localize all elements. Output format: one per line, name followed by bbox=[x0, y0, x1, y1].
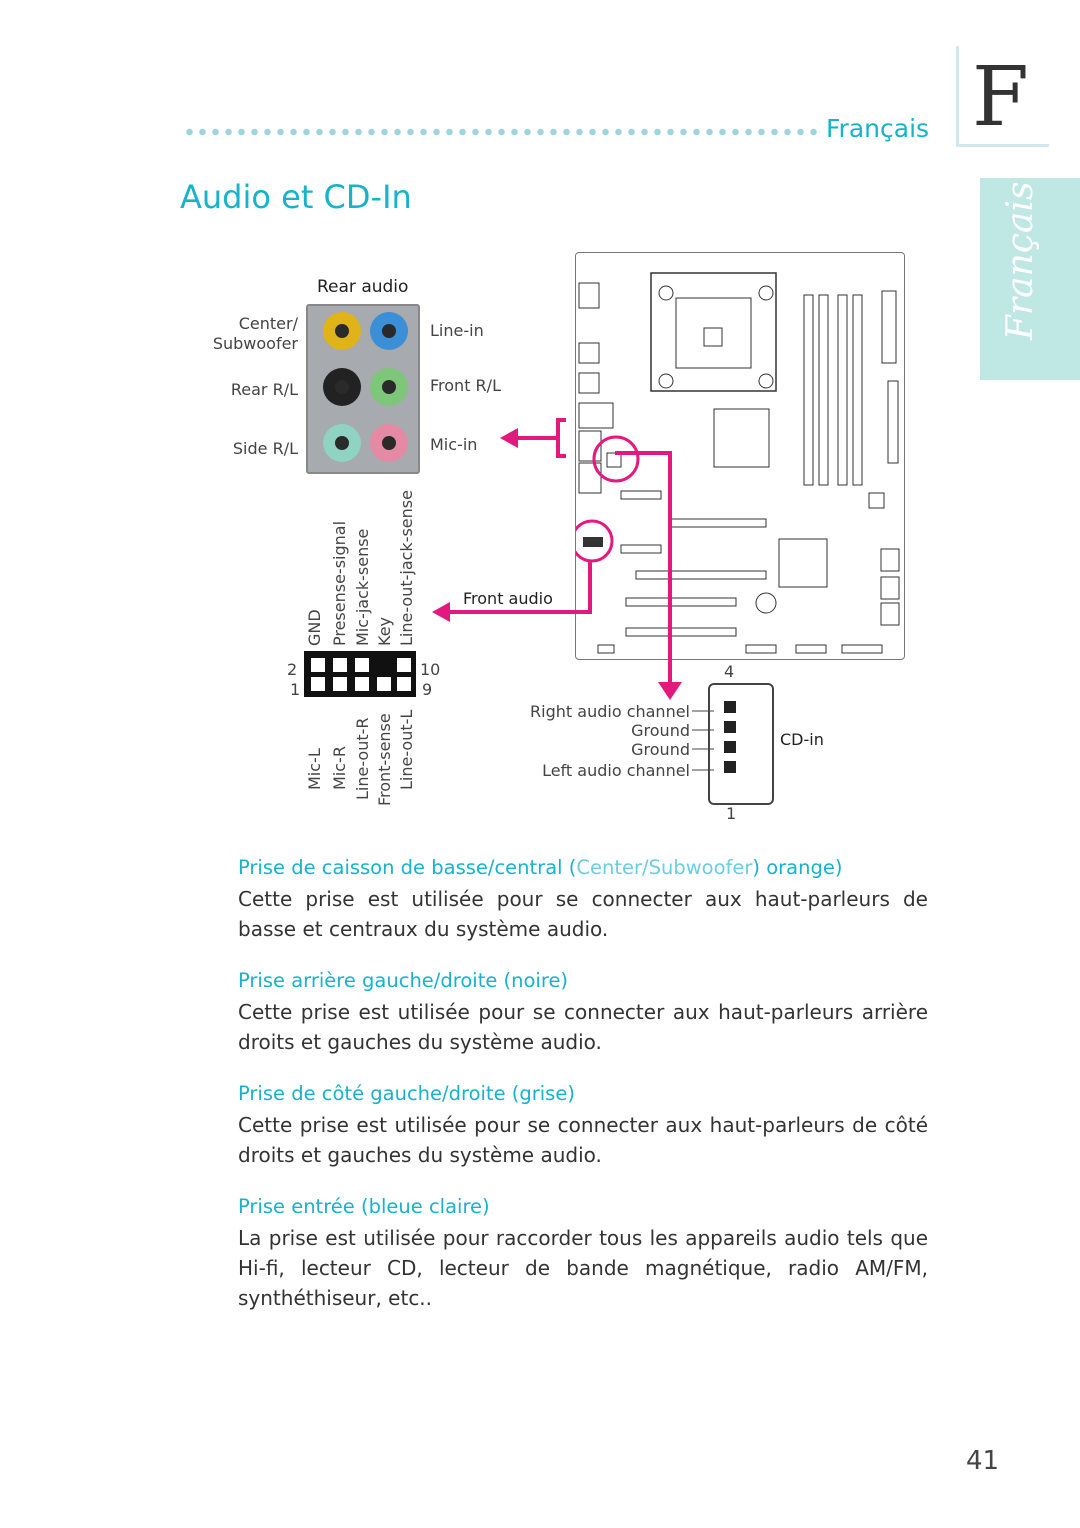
cd-in-connector bbox=[708, 683, 774, 805]
pin bbox=[377, 677, 391, 691]
front-jack bbox=[370, 368, 408, 406]
front-rl-label: Front R/L bbox=[430, 376, 501, 395]
rear-audio-panel bbox=[306, 304, 420, 474]
section-body-line-in: La prise est utilisée pour raccorder tou… bbox=[238, 1226, 928, 1310]
pin bbox=[355, 658, 369, 672]
chapter-box bbox=[956, 46, 1049, 147]
cd-pin-label-left: Left audio channel bbox=[542, 761, 690, 780]
mic-jack bbox=[370, 424, 408, 462]
cd-pin bbox=[724, 701, 736, 713]
pin bbox=[333, 658, 347, 672]
center-label-2: Subwoofer bbox=[212, 334, 298, 353]
pin-num-2: 2 bbox=[287, 660, 298, 679]
pin bbox=[397, 677, 411, 691]
rear-jack bbox=[323, 368, 361, 406]
header-dot-rule bbox=[183, 127, 823, 137]
cd-pin-1: 1 bbox=[726, 804, 737, 823]
motherboard-diagram bbox=[570, 252, 905, 660]
line-in-label: Line-in bbox=[430, 321, 484, 340]
center-jack bbox=[323, 312, 361, 350]
center-label-1: Center/ bbox=[238, 314, 298, 333]
page-number: 41 bbox=[966, 1446, 1000, 1476]
heading-light-part: Center/Subwoofer bbox=[576, 856, 753, 879]
language-header: Français bbox=[826, 114, 930, 143]
section-heading-side: Prise de côté gauche/droite (grise) bbox=[238, 1082, 575, 1105]
chapter-letter: F bbox=[972, 50, 1029, 145]
section-body-center: Cette prise est utilisée pour se connect… bbox=[238, 887, 928, 941]
pin bbox=[397, 658, 411, 672]
cd-pin bbox=[724, 761, 736, 773]
front-audio-title: Front audio bbox=[463, 589, 553, 608]
heading-end-part: ) orange) bbox=[752, 856, 843, 879]
cd-pin-4: 4 bbox=[724, 662, 735, 681]
rear-rl-label: Rear R/L bbox=[230, 380, 298, 399]
pin bbox=[311, 677, 325, 691]
cd-pin bbox=[724, 741, 736, 753]
cd-leader-lines bbox=[692, 710, 714, 771]
pin-num-9: 9 bbox=[422, 680, 433, 699]
cd-pin bbox=[724, 721, 736, 733]
front-audio-header bbox=[304, 651, 416, 697]
cd-pin-label-right: Right audio channel bbox=[530, 702, 690, 721]
section-heading-line-in: Prise entrée (bleue claire) bbox=[238, 1195, 490, 1218]
side-jack bbox=[323, 424, 361, 462]
section-body-side: Cette prise est utilisée pour se connect… bbox=[238, 1113, 928, 1167]
cd-in-title: CD-in bbox=[780, 730, 824, 749]
heading-part: Prise de caisson de basse/central ( bbox=[238, 856, 577, 879]
pin bbox=[311, 658, 325, 672]
motherboard-layout bbox=[570, 272, 900, 654]
cd-pin-label-ground-2: Ground bbox=[631, 740, 690, 759]
page-title: Audio et CD-In bbox=[180, 178, 412, 216]
mic-in-label: Mic-in bbox=[430, 435, 478, 454]
section-heading-rear: Prise arrière gauche/droite (noire) bbox=[238, 969, 569, 992]
section-heading-center: Prise de caisson de basse/central (Cente… bbox=[238, 856, 842, 879]
pin-num-10: 10 bbox=[420, 660, 441, 679]
line-in-jack bbox=[370, 312, 408, 350]
pin-num-1: 1 bbox=[290, 680, 301, 699]
section-body-rear: Cette prise est utilisée pour se connect… bbox=[238, 1000, 928, 1054]
pin bbox=[355, 677, 369, 691]
rear-audio-title: Rear audio bbox=[317, 277, 409, 297]
cd-pin-label-ground-1: Ground bbox=[631, 721, 690, 740]
side-rl-label: Side R/L bbox=[232, 439, 298, 458]
side-tab bbox=[980, 178, 1080, 380]
pin bbox=[333, 677, 347, 691]
